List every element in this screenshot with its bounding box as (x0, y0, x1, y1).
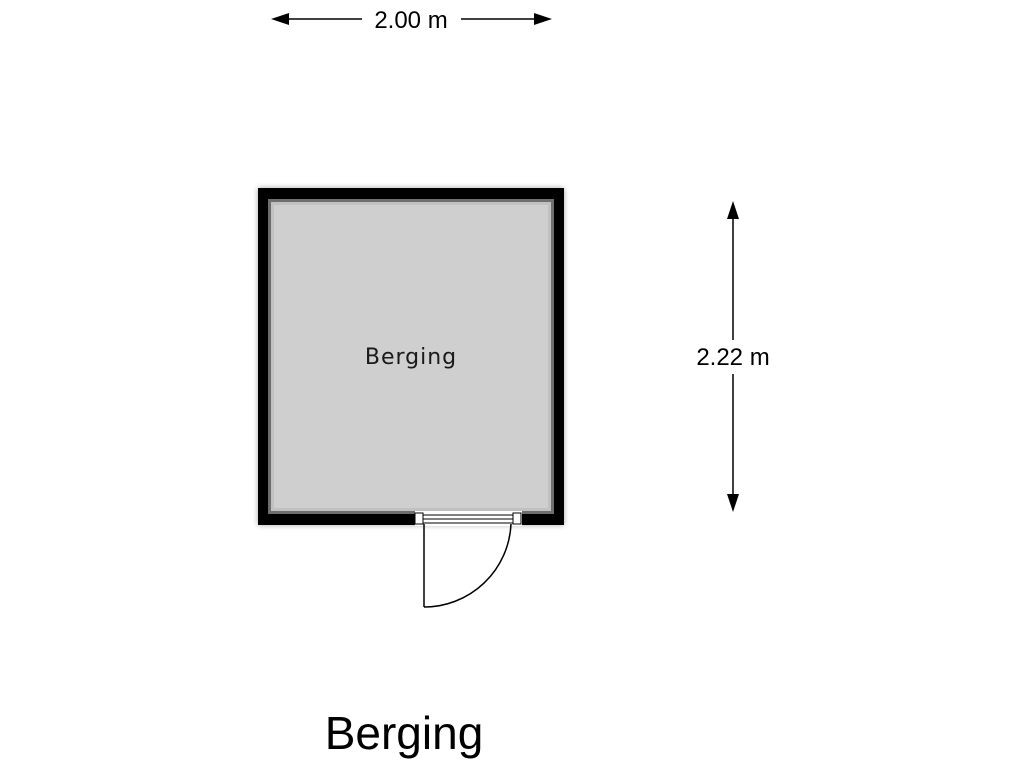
arrow-right-icon (534, 13, 552, 25)
door-jamb-right (512, 512, 522, 525)
room-label: Berging (365, 345, 457, 370)
arrow-down-icon (727, 494, 739, 512)
height-dimension-label: 2.22 m (696, 344, 769, 371)
width-dimension-label: 2.00 m (374, 7, 447, 34)
plan-title: Berging (325, 707, 484, 759)
room-floor-inner-shade (268, 199, 554, 514)
room-berging: Berging (258, 188, 564, 525)
height-dimension: 2.22 m (696, 201, 770, 512)
door-jamb-left (414, 512, 424, 525)
door (414, 511, 522, 608)
room-floor (271, 202, 551, 511)
arrow-left-icon (271, 13, 289, 25)
arrow-up-icon (727, 201, 739, 219)
width-dimension: 2.00 m (271, 7, 552, 34)
door-swing-arc (423, 523, 512, 608)
